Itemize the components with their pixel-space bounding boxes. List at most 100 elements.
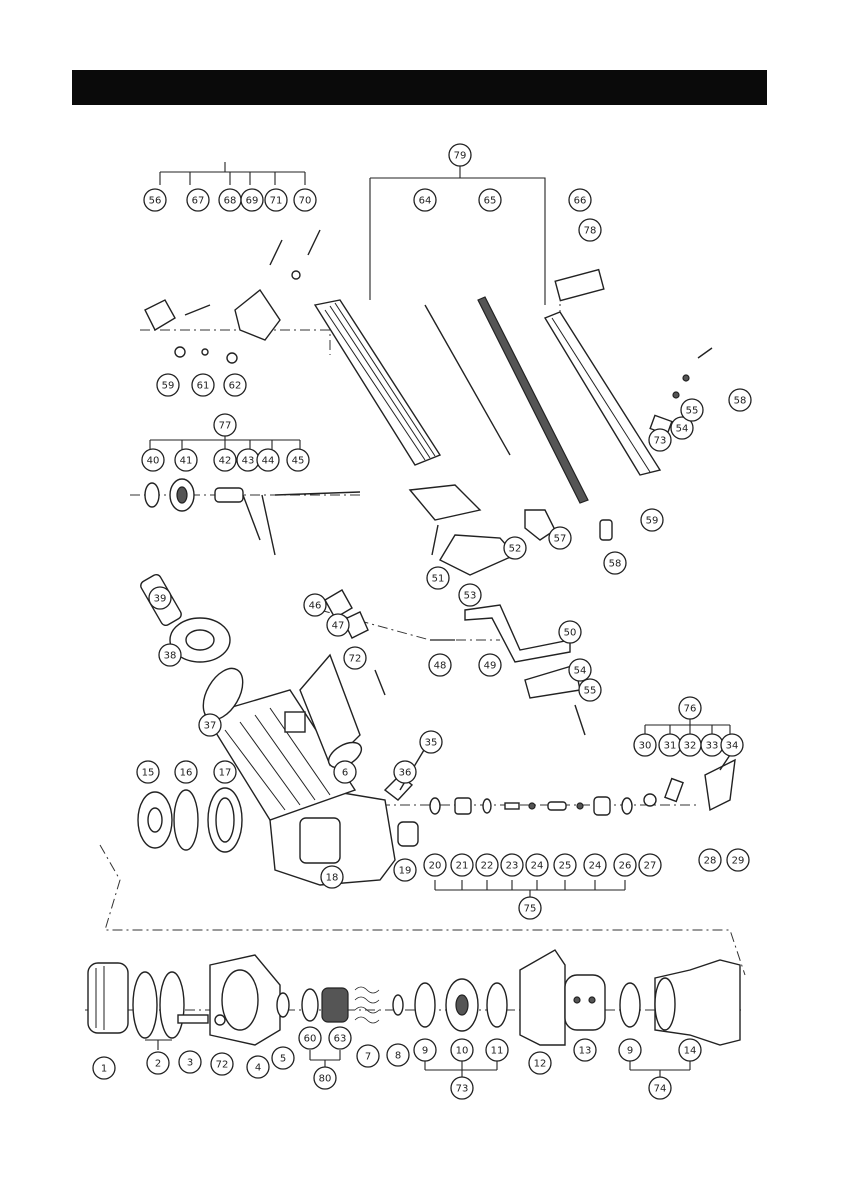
callout-number: 42: [219, 456, 232, 467]
part-ring-40: [145, 483, 159, 507]
part-ring-20: [430, 798, 440, 814]
callout-number: 49: [484, 661, 497, 672]
callout-number: 35: [425, 738, 438, 749]
callout-number: 52: [509, 544, 522, 555]
callout-number: 15: [142, 768, 155, 779]
callout-77: 77: [214, 414, 236, 436]
callout-number: 59: [646, 516, 659, 527]
callout-50: 50: [559, 621, 581, 643]
callout-34: 34: [721, 734, 743, 756]
callout-number: 23: [506, 861, 519, 872]
callout-13: 13: [574, 1039, 596, 1061]
callout-number: 78: [584, 226, 597, 237]
part-bolt: [178, 1015, 208, 1023]
callout-57: 57: [549, 527, 571, 549]
callout-78: 78: [579, 219, 601, 241]
callout-32: 32: [679, 734, 701, 756]
callout-22: 22: [476, 854, 498, 876]
callout-36: 36: [394, 761, 416, 783]
callout-55: 55: [681, 399, 703, 421]
callout-11: 11: [486, 1039, 508, 1061]
callout-number: 26: [619, 861, 632, 872]
callout-75: 75: [519, 897, 541, 919]
callout-number: 11: [491, 1046, 504, 1057]
callout-number: 75: [524, 904, 537, 915]
magazine-parts: [145, 230, 712, 735]
callout-number: 72: [216, 1060, 229, 1071]
callout-number: 51: [432, 574, 445, 585]
callout-number: 44: [262, 456, 275, 467]
callout-24: 24: [584, 854, 606, 876]
callout-62: 62: [224, 374, 246, 396]
callout-35: 35: [420, 731, 442, 753]
callout-number: 16: [180, 768, 193, 779]
callout-number: 72: [349, 654, 362, 665]
part-clip-58: [235, 290, 280, 340]
callout-number: 24: [531, 861, 544, 872]
callout-number: 59: [162, 381, 175, 392]
body-parts: [138, 573, 430, 885]
callout-number: 12: [534, 1059, 547, 1070]
part-pin-58: [600, 520, 612, 540]
callout-number: 43: [242, 456, 255, 467]
callout-number: 68: [224, 196, 237, 207]
callout-41: 41: [175, 449, 197, 471]
callout-76: 76: [679, 697, 701, 719]
callout-number: 65: [484, 196, 497, 207]
callout-number: 10: [456, 1046, 469, 1057]
part-ball: [529, 803, 535, 809]
callout-number: 24: [589, 861, 602, 872]
callout-number: 79: [454, 151, 467, 162]
part-handle-lug: [285, 712, 305, 732]
part-pin-23: [505, 803, 519, 809]
part-ring-27: [622, 798, 632, 814]
callout-number: 80: [319, 1074, 332, 1085]
part-stem: [548, 802, 566, 810]
callout-number: 39: [154, 594, 167, 605]
callout-number: 30: [639, 741, 652, 752]
callout-number: 32: [684, 741, 697, 752]
callout-12: 12: [529, 1052, 551, 1074]
callout-49: 49: [479, 654, 501, 676]
callout-42: 42: [214, 449, 236, 471]
callout-number: 76: [684, 704, 697, 715]
callout-73: 73: [649, 429, 671, 451]
part-latch: [555, 270, 604, 301]
callout-number: 6: [342, 768, 348, 779]
callout-38: 38: [159, 644, 181, 666]
callout-number: 67: [192, 196, 205, 207]
part-ring-11: [487, 983, 507, 1027]
callout-number: 3: [187, 1058, 193, 1069]
callout-63: 63: [329, 1027, 351, 1049]
callout-number: 64: [419, 196, 432, 207]
callout-73: 73: [451, 1077, 473, 1099]
callout-60: 60: [299, 1027, 321, 1049]
leader-lines: [145, 162, 730, 1080]
callout-number: 21: [456, 861, 469, 872]
part-gear: [322, 988, 348, 1022]
callout-59: 59: [641, 509, 663, 531]
callout-70: 70: [294, 189, 316, 211]
callout-5: 5: [272, 1047, 294, 1069]
part-nose-59: [410, 485, 480, 520]
callout-19: 19: [394, 859, 416, 881]
callout-3: 3: [179, 1051, 201, 1073]
callout-46: 46: [304, 594, 326, 616]
callout-number: 4: [255, 1063, 261, 1074]
callout-25: 25: [554, 854, 576, 876]
callout-number: 61: [197, 381, 210, 392]
bottom-row-parts: [88, 950, 740, 1045]
callout-7: 7: [357, 1045, 379, 1067]
callout-number: 1: [101, 1064, 107, 1075]
callout-16: 16: [175, 761, 197, 783]
callout-number: 36: [399, 768, 412, 779]
callout-number: 37: [204, 721, 217, 732]
callout-number: 31: [664, 741, 677, 752]
callout-number: 69: [246, 196, 259, 207]
callout-number: 33: [706, 741, 719, 752]
part-washer: [215, 1015, 225, 1025]
callout-number: 17: [219, 768, 232, 779]
callout-number: 60: [304, 1034, 317, 1045]
part-trigger-spring: [665, 779, 683, 802]
